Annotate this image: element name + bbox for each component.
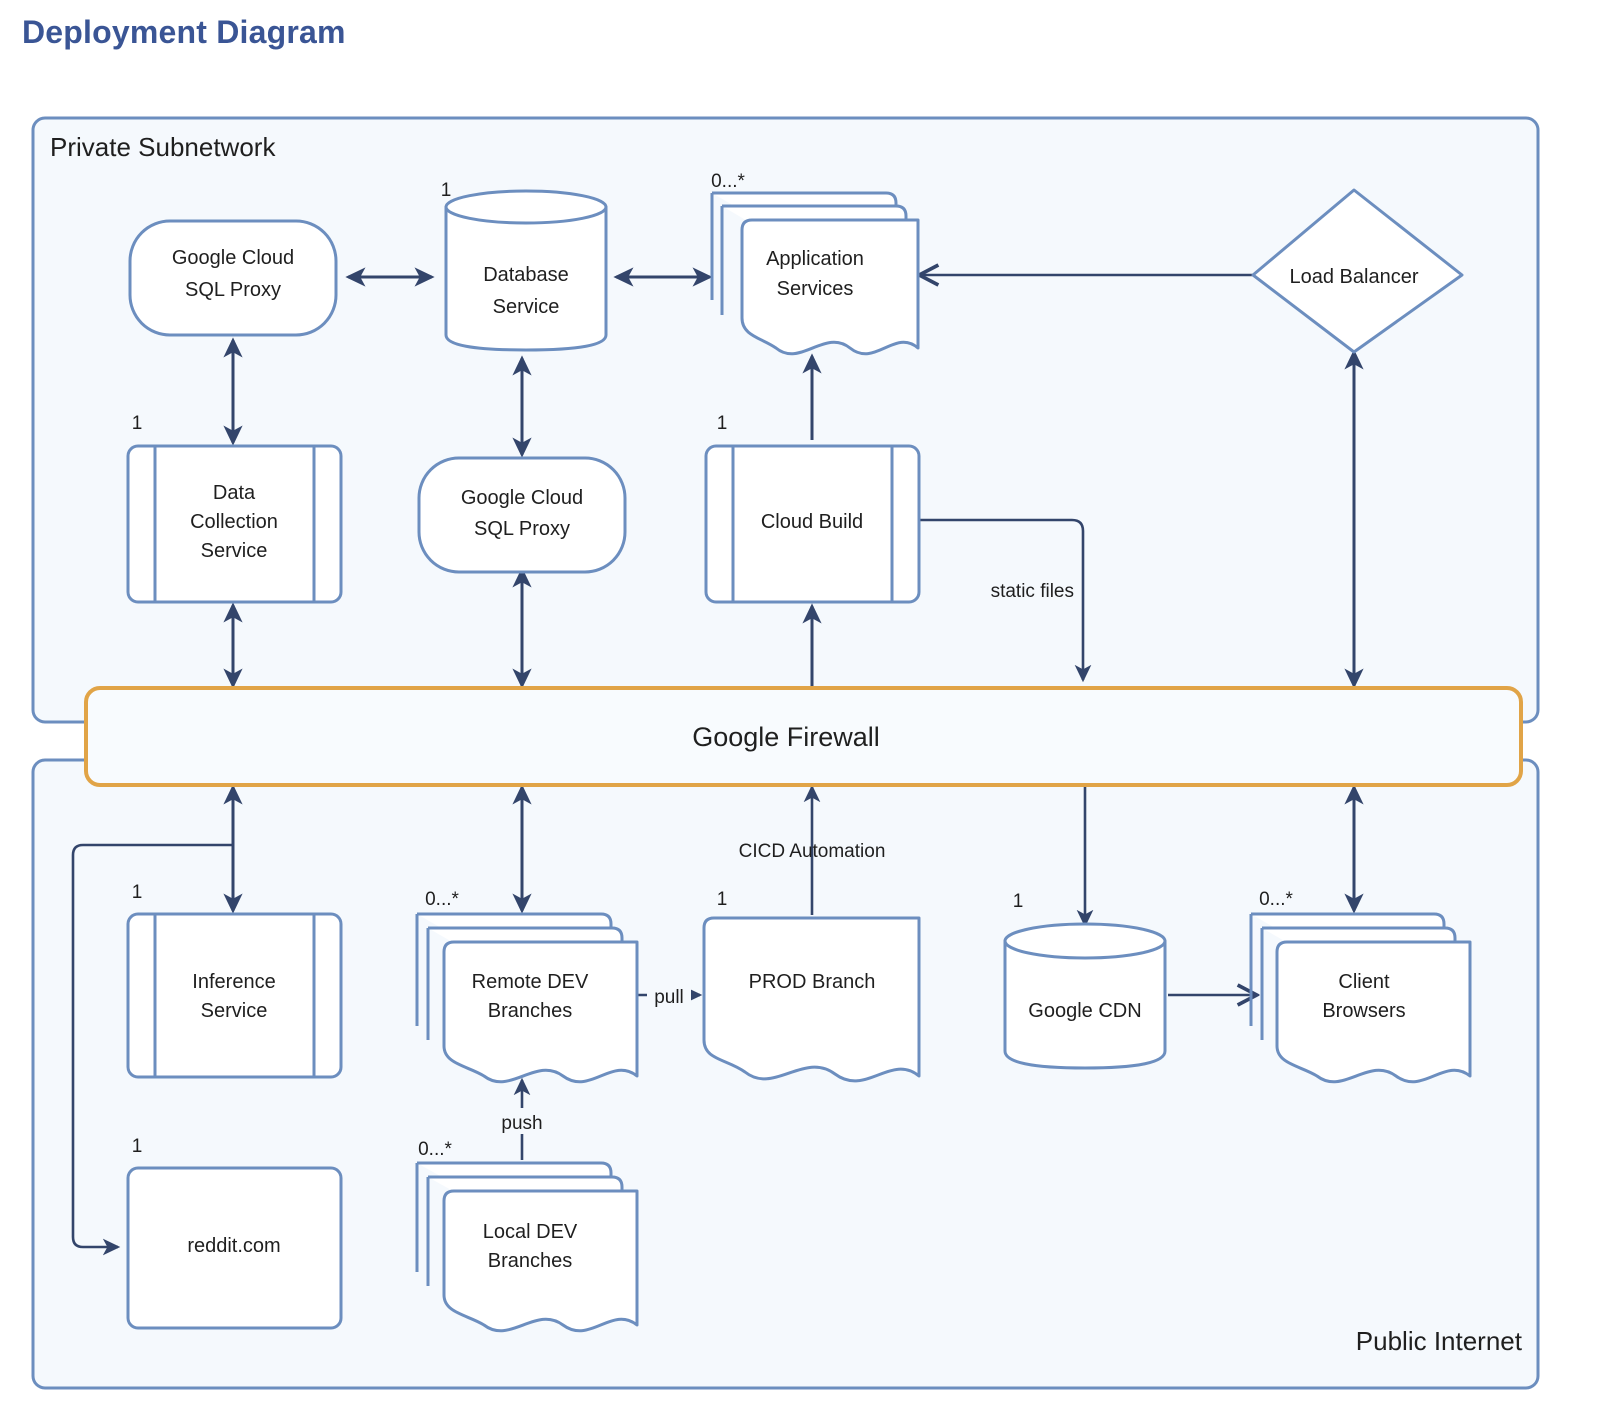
multiplicity-remote-dev-branches: 0...* (425, 889, 459, 910)
node-label-line1: Google CDN (1028, 1000, 1141, 1022)
edge-inference-reddit (71, 843, 233, 1256)
node-label-line1: Data (213, 482, 256, 504)
edge-label-push: push (501, 1113, 542, 1134)
node-label-line2: Branches (488, 1250, 573, 1272)
node-label-line2: Collection (190, 511, 278, 533)
zone-label-public-internet: Public Internet (1356, 1326, 1523, 1356)
edge-remotedev-prodbranch: pull (637, 982, 703, 1008)
node-label-line1: Remote DEV (472, 971, 589, 993)
node-google-cloud-sql-proxy-bottom[interactable]: Google Cloud SQL Proxy (417, 456, 627, 574)
multiplicity-google-cdn: 1 (1013, 891, 1024, 912)
node-application-services[interactable]: Application Services 0...* (710, 171, 920, 356)
multiplicity-inference-service: 1 (132, 882, 143, 903)
node-label-line3: Service (201, 540, 268, 562)
edge-label-static-files: static files (991, 581, 1074, 602)
node-client-browsers[interactable]: Client Browsers 0...* (1249, 889, 1472, 1084)
node-label-line2: Branches (488, 1000, 573, 1022)
node-cloud-build[interactable]: Cloud Build 1 (704, 413, 921, 604)
node-load-balancer[interactable]: Load Balancer (1251, 188, 1464, 354)
node-label-line1: reddit.com (187, 1235, 280, 1257)
node-remote-dev-branches[interactable]: Remote DEV Branches 0...* (415, 889, 639, 1084)
node-label-line1: Application (766, 248, 864, 270)
edge-localdev-remotedev: push (489, 1077, 555, 1160)
node-data-collection-service[interactable]: Data Collection Service 1 (126, 413, 343, 604)
firewall-google-firewall[interactable]: Google Firewall (84, 686, 1523, 787)
node-label-line1: Client (1338, 971, 1390, 993)
edge-label-pull: pull (654, 987, 684, 1008)
node-label-line1: Google Cloud (172, 247, 294, 269)
node-prod-branch[interactable]: PROD Branch 1 (702, 889, 921, 1083)
node-database-service[interactable]: Database Service 1 (441, 180, 608, 352)
node-inference-service[interactable]: Inference Service 1 (126, 882, 343, 1079)
node-label-line2: Services (777, 278, 854, 300)
multiplicity-database-service: 1 (441, 180, 452, 201)
node-label-line1: Local DEV (483, 1221, 578, 1243)
node-label-line1: PROD Branch (749, 971, 876, 993)
node-label-line2: Browsers (1322, 1000, 1405, 1022)
node-reddit-com[interactable]: reddit.com 1 (126, 1136, 343, 1330)
node-label-line2: SQL Proxy (474, 518, 570, 540)
multiplicity-client-browsers: 0...* (1259, 889, 1293, 910)
node-label-line1: Cloud Build (761, 511, 863, 533)
page-title: Deployment Diagram (22, 14, 346, 50)
multiplicity-prod-branch: 1 (717, 889, 728, 910)
multiplicity-data-collection-service: 1 (132, 413, 143, 434)
multiplicity-cloud-build: 1 (717, 413, 728, 434)
zone-label-private-subnetwork: Private Subnetwork (50, 132, 276, 162)
multiplicity-application-services: 0...* (711, 171, 745, 192)
node-label-line1: Database (483, 264, 569, 286)
multiplicity-local-dev-branches: 0...* (418, 1139, 452, 1160)
multiplicity-reddit-com: 1 (132, 1136, 143, 1157)
node-local-dev-branches[interactable]: Local DEV Branches 0...* (415, 1139, 639, 1333)
firewall-label: Google Firewall (692, 722, 880, 752)
node-label-line2: SQL Proxy (185, 279, 281, 301)
node-label-line2: Service (201, 1000, 268, 1022)
node-google-cloud-sql-proxy-top[interactable]: Google Cloud SQL Proxy (128, 219, 338, 337)
node-label-line1: Load Balancer (1290, 266, 1419, 288)
edge-label-cicd-automation: CICD Automation (739, 841, 886, 862)
node-google-cdn[interactable]: Google CDN 1 (1003, 891, 1167, 1070)
node-label-line1: Google Cloud (461, 487, 583, 509)
edge-cloudbuild-firewall-static: static files (918, 518, 1092, 683)
node-label-line2: Service (493, 296, 560, 318)
edge-prodbranch-firewall-cicd: CICD Automation (739, 784, 886, 915)
node-label-line1: Inference (192, 971, 275, 993)
